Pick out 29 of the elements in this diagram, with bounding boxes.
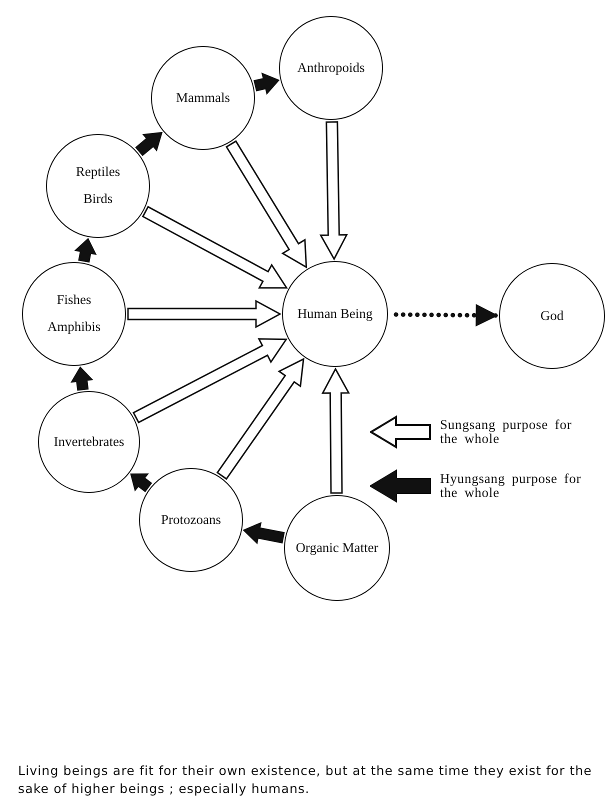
- node-label: Birds: [83, 191, 113, 208]
- hollow-arrow: [225, 140, 308, 268]
- node-label: Amphibis: [47, 319, 101, 336]
- node-label: Human Being: [297, 306, 373, 322]
- legend-label: Hyungsang purpose for the whole: [440, 472, 582, 500]
- hollow-arrow: [132, 338, 288, 424]
- hollow-arrow: [319, 121, 348, 261]
- solid-arrow: [130, 473, 152, 492]
- solid-arrow: [254, 72, 280, 95]
- circle-node: [282, 261, 388, 367]
- hollow-arrow: [127, 300, 282, 328]
- node-label: Fishes: [56, 292, 92, 309]
- node-label: God: [540, 308, 564, 324]
- hollow-arrow: [321, 367, 350, 494]
- dotted-arrow: [394, 304, 498, 327]
- solid-arrow: [74, 238, 97, 263]
- node-label: Organic Matter: [296, 540, 378, 556]
- caption: Living beings are fit for their own existence, but at the same time they exist for the sake of higher beings ; especially humans.: [18, 762, 593, 797]
- hollow-arrow: [142, 206, 288, 289]
- legend-label: Sungsang purpose for the whole: [440, 418, 573, 446]
- node-label: Protozoans: [161, 512, 221, 528]
- solid-arrow: [135, 132, 163, 156]
- node-label: Anthropoids: [297, 60, 365, 76]
- node-label: Invertebrates: [54, 434, 124, 450]
- node-label: Reptiles: [76, 164, 120, 181]
- hollow-arrow: [216, 358, 304, 480]
- node-label: Mammals: [176, 90, 230, 106]
- solid-arrow: [242, 522, 285, 544]
- solid-arrow: [70, 366, 94, 391]
